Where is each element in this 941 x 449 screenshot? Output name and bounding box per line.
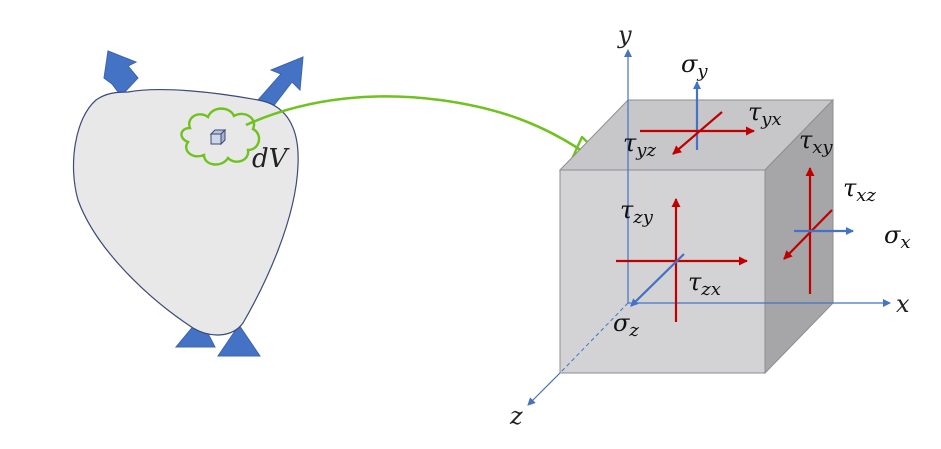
tau-yz-label: τyz <box>623 129 656 161</box>
zoom-connector-arrow <box>245 95 608 172</box>
sigma-x-label: σx <box>884 221 911 253</box>
x-axis-label: x <box>896 290 910 318</box>
load-arrow-top-left <box>103 50 139 97</box>
y-axis-label: y <box>617 21 632 49</box>
z-axis-label: z <box>509 402 523 430</box>
sigma-y-label: σy <box>681 50 708 82</box>
sigma-z-arrow <box>630 253 685 307</box>
tau-zx-label: τzx <box>688 268 721 300</box>
volume-cloud <box>180 107 261 166</box>
z-axis <box>527 372 561 406</box>
tau-yx-label: τyx <box>748 98 782 130</box>
tau-yz-arrow <box>672 111 723 155</box>
body-shape <box>72 88 299 336</box>
small-cube-icon <box>209 128 227 146</box>
tau-xz-label: τxz <box>843 174 876 206</box>
tau-xy-label: τxy <box>799 126 833 158</box>
tau-zy-label: τzy <box>620 196 654 228</box>
load-arrow-top-right <box>257 56 304 109</box>
loaded-body-group: dV <box>72 50 304 357</box>
cube-front-face <box>559 169 766 374</box>
tau-xz-arrow <box>783 209 833 260</box>
support-triangle-right <box>217 324 261 357</box>
volume-label: dV <box>252 144 290 174</box>
sigma-z-label: σz <box>613 309 639 341</box>
stress-cube-group: y x z σy τyx τyz τxy τxz σx τzy τzx σz <box>509 21 911 430</box>
